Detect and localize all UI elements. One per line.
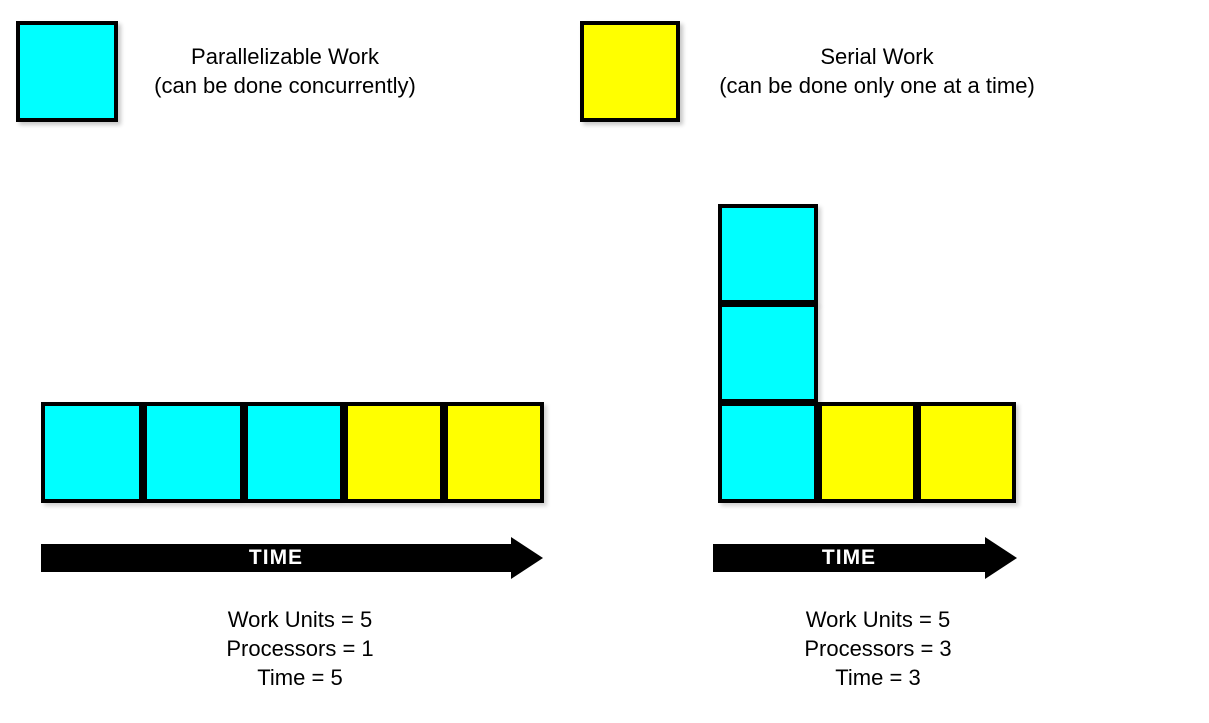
cyan-swatch bbox=[16, 21, 118, 122]
time-arrow-head bbox=[511, 537, 543, 579]
time-arrow-shaft bbox=[41, 544, 513, 572]
caption-time: Time = 5 bbox=[257, 665, 343, 690]
legend-subtitle-serial: (can be done only one at a time) bbox=[719, 73, 1035, 98]
caption-work-units: Work Units = 5 bbox=[805, 607, 951, 632]
legend-subtitle-parallelizable: (can be done concurrently) bbox=[154, 73, 416, 98]
work-block-parallelizable bbox=[143, 402, 244, 503]
work-block-serial bbox=[818, 402, 917, 503]
legend-title-serial: Serial Work bbox=[820, 44, 934, 69]
work-block-serial bbox=[444, 402, 544, 503]
legend-label-parallelizable: Parallelizable Work (can be done concurr… bbox=[135, 42, 435, 100]
time-arrow-head bbox=[985, 537, 1017, 579]
caption-processors: Processors = 3 bbox=[804, 636, 952, 661]
caption-time: Time = 3 bbox=[835, 665, 921, 690]
work-block-serial bbox=[917, 402, 1016, 503]
caption-three-processor: Work Units = 5 Processors = 3 Time = 3 bbox=[728, 605, 1028, 692]
legend-label-serial: Serial Work (can be done only one at a t… bbox=[697, 42, 1057, 100]
time-arrow-label: TIME bbox=[821, 546, 877, 569]
work-block-serial bbox=[344, 402, 444, 503]
work-block-parallelizable bbox=[718, 402, 818, 503]
work-block-parallelizable bbox=[244, 402, 344, 503]
time-arrow-label: TIME bbox=[248, 546, 304, 569]
legend-title-parallelizable: Parallelizable Work bbox=[191, 44, 379, 69]
work-block-parallelizable bbox=[718, 204, 818, 304]
yellow-swatch bbox=[580, 21, 680, 122]
caption-processors: Processors = 1 bbox=[226, 636, 374, 661]
time-arrow-right: TIME bbox=[713, 537, 1017, 579]
caption-work-units: Work Units = 5 bbox=[227, 607, 373, 632]
time-arrow-left: TIME bbox=[41, 537, 543, 579]
caption-single-processor: Work Units = 5 Processors = 1 Time = 5 bbox=[150, 605, 450, 692]
work-block-parallelizable bbox=[41, 402, 143, 503]
time-arrow-shaft bbox=[713, 544, 987, 572]
work-block-parallelizable bbox=[718, 303, 818, 403]
